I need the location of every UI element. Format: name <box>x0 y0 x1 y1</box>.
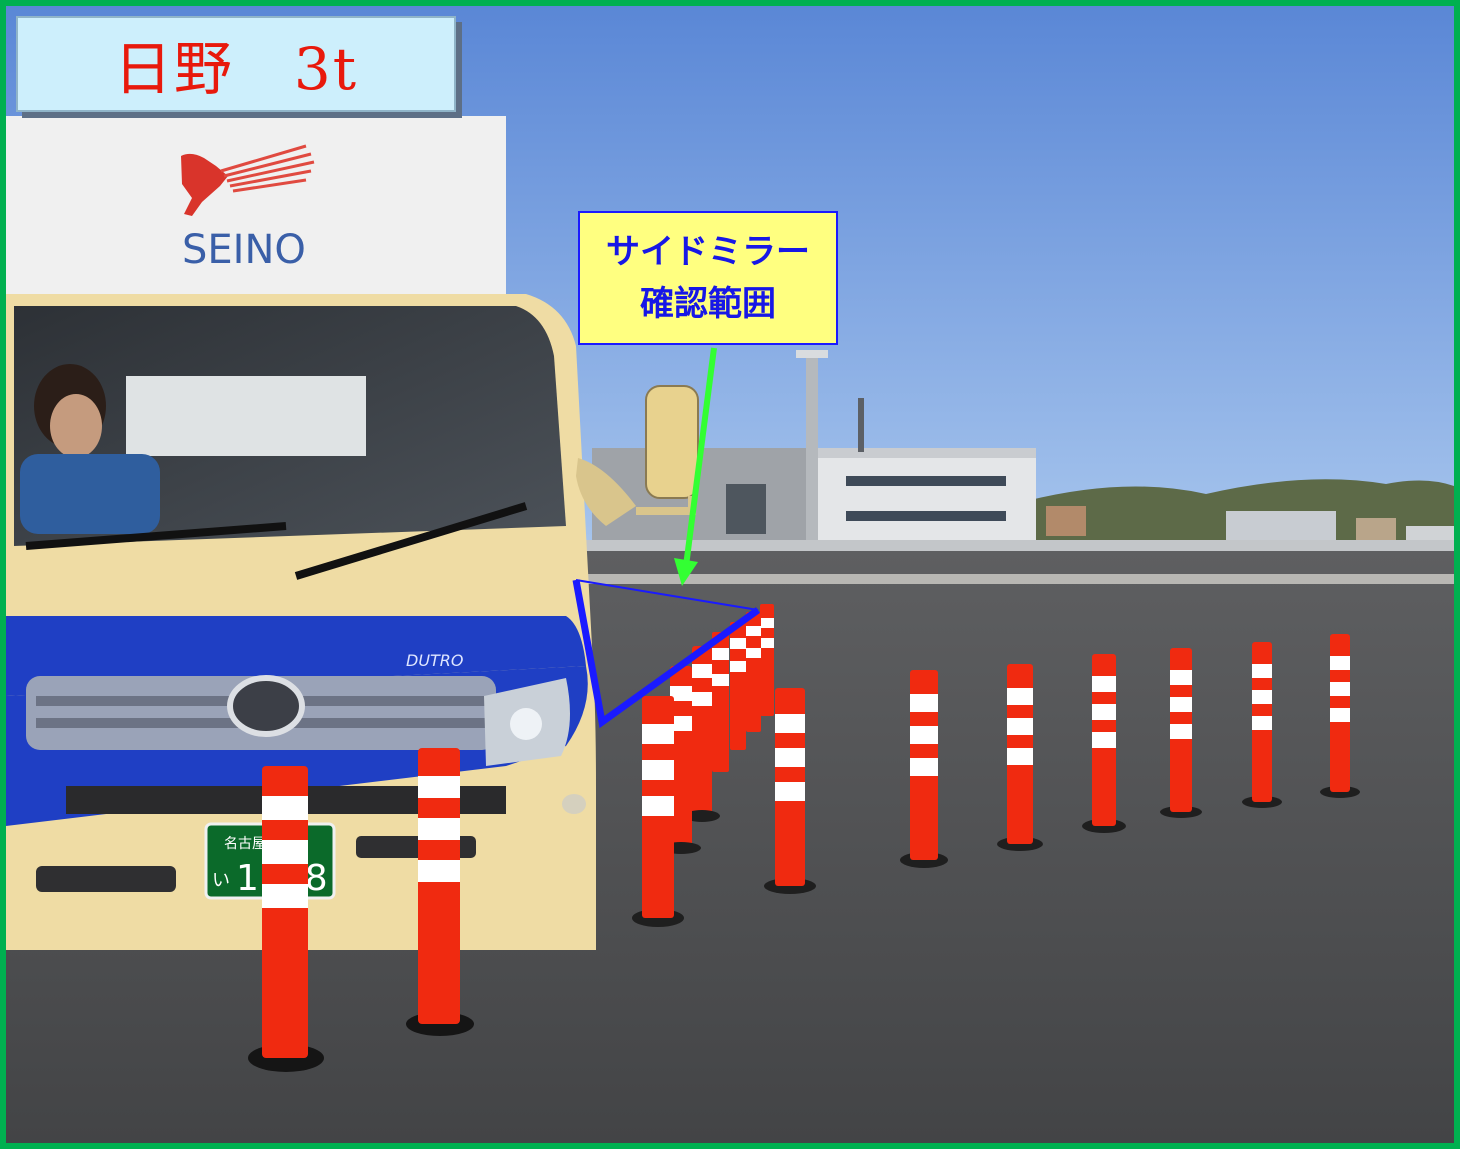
front-bollards <box>248 748 474 1072</box>
mirror-range-edge <box>575 579 759 611</box>
wiper-2 <box>294 502 528 580</box>
title-banner: 日野 3t <box>16 16 456 112</box>
kangaroo-logo-icon <box>181 144 315 216</box>
bollard-cluster <box>632 604 774 927</box>
cab-window <box>126 376 366 456</box>
cargo-box <box>6 116 506 306</box>
mirror-range-callout: サイドミラー 確認範囲 <box>578 211 838 345</box>
callout-line-1: サイドミラー <box>606 232 810 272</box>
wiper <box>25 522 287 550</box>
guardrail <box>586 540 1454 552</box>
hino-emblem <box>227 675 305 737</box>
arrow-down-icon <box>674 347 717 586</box>
fog-slot <box>36 866 176 892</box>
svg-text:い: い <box>212 870 230 891</box>
mirror-range-outline <box>572 579 761 729</box>
page-title: 日野 3t <box>113 35 359 103</box>
model-badge: DUTRO <box>406 651 464 670</box>
svg-text:名古屋: 名古屋 <box>224 836 266 852</box>
driver <box>20 364 160 534</box>
brand-logo: SEINO <box>182 227 306 273</box>
bollard-row <box>764 634 1360 894</box>
photo-scene: SEINO DUTRO <box>6 6 1454 1143</box>
road-curb <box>586 574 1454 584</box>
callout-line-2: 確認範囲 <box>640 284 776 324</box>
